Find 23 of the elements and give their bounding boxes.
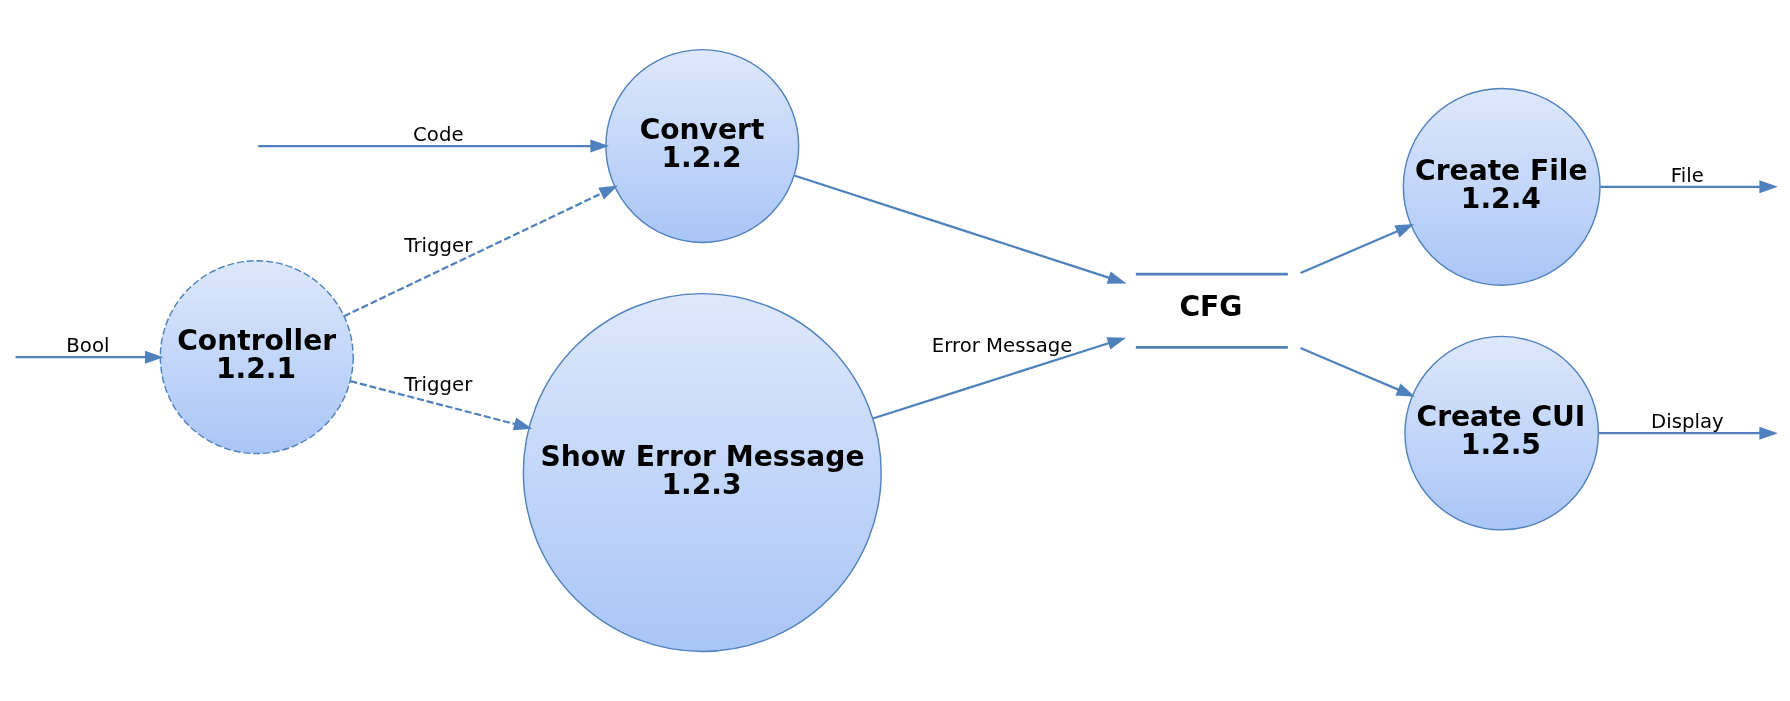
edge-label: Error Message — [931, 333, 1073, 357]
edge-label: Display — [1651, 409, 1724, 433]
node-circle: Show Error Message 1.2.3 — [522, 292, 882, 653]
arrow — [350, 380, 533, 431]
arrow — [1598, 426, 1778, 440]
node-circle: Controller 1.2.1 — [159, 260, 354, 455]
arrow — [793, 174, 1127, 284]
edge-label: File — [1670, 163, 1704, 187]
arrow — [343, 185, 618, 318]
node-circle: Create File 1.2.4 — [1402, 87, 1601, 286]
node-circle: Convert 1.2.2 — [605, 48, 800, 244]
edge-label: Code — [413, 122, 464, 146]
arrow — [1600, 180, 1778, 194]
arrow — [1300, 346, 1416, 397]
node-circle: Create CUI 1.2.5 — [1404, 335, 1600, 531]
edge-label: Bool — [66, 333, 110, 357]
arrow — [872, 337, 1127, 420]
edge-label: Trigger — [404, 233, 473, 257]
arrow — [1300, 224, 1415, 275]
arrow — [15, 350, 164, 364]
arrow — [258, 139, 609, 153]
node-text: CFG — [1179, 290, 1243, 324]
edge-label: Trigger — [404, 373, 473, 397]
